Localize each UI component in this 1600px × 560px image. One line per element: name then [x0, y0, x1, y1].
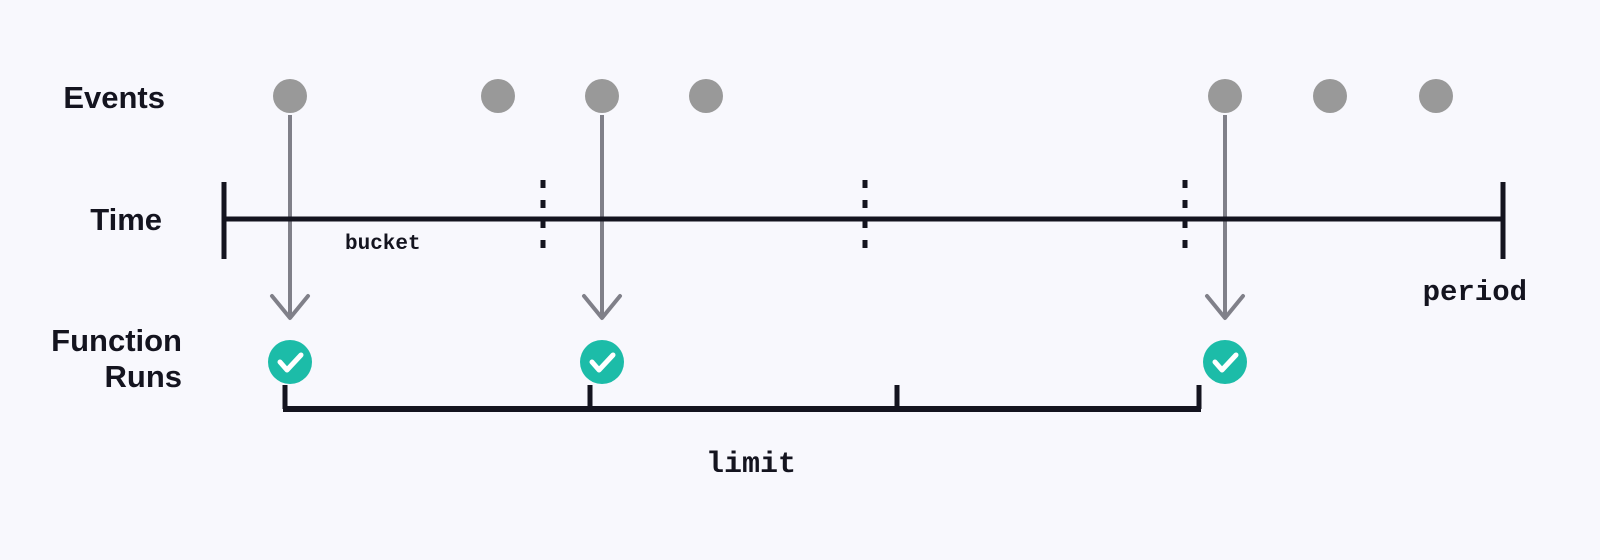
run-circle: [1203, 340, 1247, 384]
arrowhead-icon: [582, 294, 622, 320]
annotation-bucket: bucket: [345, 233, 421, 256]
function-run-success-badge[interactable]: [1203, 340, 1247, 384]
check-icon: [1212, 352, 1239, 373]
row-label-events: Events: [63, 80, 165, 115]
event-dot[interactable]: [585, 79, 619, 113]
timeline-axis: [221, 180, 1506, 260]
limit-bracket: [282, 385, 1202, 412]
arrowhead-icon: [1205, 294, 1245, 320]
event-dot[interactable]: [273, 79, 307, 113]
event-to-run-arrow: [270, 115, 310, 320]
run-circle: [268, 340, 312, 384]
event-dot[interactable]: [1208, 79, 1242, 113]
function-run-success-badge[interactable]: [580, 340, 624, 384]
event-dot[interactable]: [481, 79, 515, 113]
event-to-run-arrow: [582, 115, 622, 320]
check-icon: [277, 352, 304, 373]
function-run-success-badge[interactable]: [268, 340, 312, 384]
row-label-time: Time: [90, 202, 162, 237]
event-dots: [273, 79, 1453, 113]
function-run-badges: [268, 340, 1247, 384]
event-dot[interactable]: [1419, 79, 1453, 113]
arrowhead-icon: [270, 294, 310, 320]
event-dot[interactable]: [689, 79, 723, 113]
event-to-run-arrow: [1205, 115, 1245, 320]
annotation-limit: limit: [706, 448, 796, 482]
check-icon: [589, 352, 616, 373]
event-to-run-arrows: [270, 115, 1245, 320]
annotation-period: period: [1423, 276, 1527, 309]
row-label-function-runs-line1: Function: [51, 323, 182, 358]
run-circle: [580, 340, 624, 384]
event-dot[interactable]: [1313, 79, 1347, 113]
row-label-function-runs-line2: Runs: [105, 359, 183, 394]
